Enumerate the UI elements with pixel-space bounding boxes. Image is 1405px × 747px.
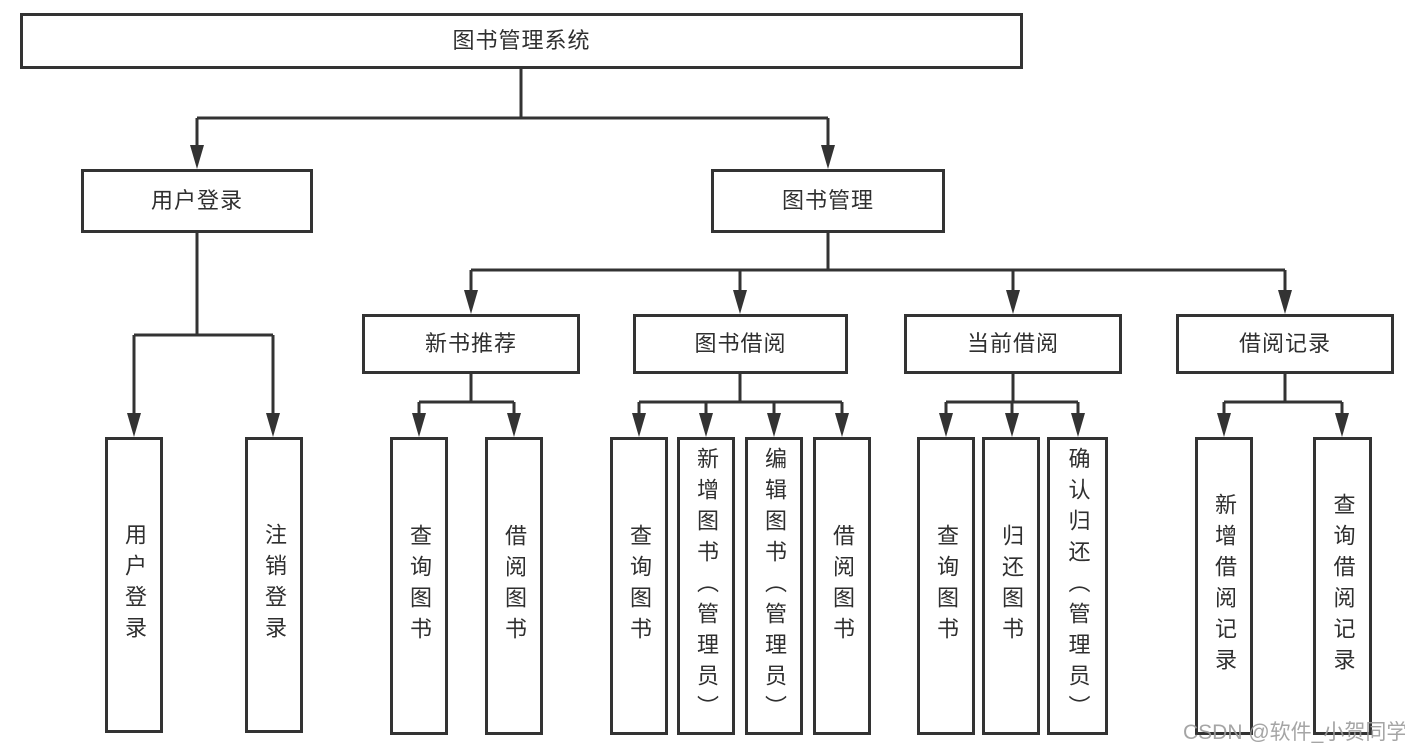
leaf-borrow-books-recommend: 借阅图书 [485, 437, 543, 735]
node-book-management: 图书管理 [711, 169, 945, 233]
leaf-query-books-borrow: 查询图书 [610, 437, 668, 735]
leaf-add-book-admin: 新增图书（管理员） [677, 437, 735, 735]
leaf-query-books-recommend: 查询图书 [390, 437, 448, 735]
node-current-borrow: 当前借阅 [904, 314, 1122, 374]
connector-current-borrow-to-leaves [939, 374, 1085, 437]
leaf-return-book: 归还图书 [982, 437, 1040, 735]
node-root: 图书管理系统 [20, 13, 1023, 69]
connector-book-borrow-to-leaves [632, 374, 849, 437]
connector-borrow-records-to-leaves [1217, 374, 1349, 437]
leaf-query-borrow-record: 查询借阅记录 [1313, 437, 1372, 735]
leaf-user-login: 用户登录 [105, 437, 163, 733]
connector-new-book-recommend-to-leaves [412, 374, 521, 437]
watermark-text: CSDN @软件_小贺同学 [1183, 721, 1405, 744]
node-new-book-recommend: 新书推荐 [362, 314, 580, 374]
connector-root-to-level2 [190, 69, 835, 169]
node-borrow-records: 借阅记录 [1176, 314, 1394, 374]
leaf-edit-book-admin: 编辑图书（管理员） [745, 437, 803, 735]
node-book-borrow: 图书借阅 [633, 314, 848, 374]
leaf-add-borrow-record: 新增借阅记录 [1195, 437, 1253, 735]
connector-user-login-to-leaves [127, 233, 280, 437]
connector-book-management-to-level3 [464, 233, 1292, 314]
leaf-query-books-current: 查询图书 [917, 437, 975, 735]
node-user-login: 用户登录 [81, 169, 313, 233]
leaf-confirm-return-admin: 确认归还（管理员） [1047, 437, 1108, 735]
leaf-borrow-books: 借阅图书 [813, 437, 871, 735]
leaf-logout: 注销登录 [245, 437, 303, 733]
